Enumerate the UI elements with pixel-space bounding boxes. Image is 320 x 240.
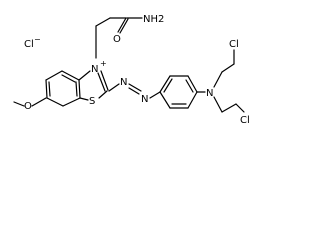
azo-double-bond-2 — [128, 87, 140, 95]
benzo-bond-4 — [45, 79, 48, 99]
benzo-bond-6 — [61, 70, 80, 81]
c2-n-azo-bond — [108, 83, 120, 92]
methoxy-c-o-bond — [31, 97, 47, 107]
amide-c-o-bond-2 — [119, 18, 129, 34]
phenyl-bond-4 — [187, 91, 198, 109]
phenyl-bond-3 — [187, 75, 198, 93]
benzo-bond-5 — [45, 70, 63, 81]
chloride-charge-label: − — [34, 35, 41, 44]
benzo-bond-1 — [78, 79, 81, 99]
lower-ethyl-bond-3 — [235, 103, 245, 113]
ring-n-c2-bond-1 — [100, 70, 109, 91]
ring-c2-s-bond — [98, 90, 108, 99]
amide-oxygen-label: O — [113, 34, 121, 45]
chloride-ion-label: Cl — [24, 39, 34, 50]
amide-nh2-label: NH2 — [143, 14, 164, 25]
lower-ethyl-bond-2 — [221, 103, 237, 113]
ring-s-c7a-bond — [79, 97, 89, 101]
upper-ethyl-bond-1 — [213, 71, 223, 88]
thiazolium-nitrogen-label: N — [91, 64, 98, 75]
phenyl-double-1 — [163, 78, 173, 93]
methoxy-oxygen-label: O — [24, 101, 32, 112]
chemical-structure-canvas: Cl − NH2 O N + S O N N N — [0, 0, 254, 126]
ring-n-c3a-bond — [78, 70, 91, 81]
ring-n-c2-bond-2 — [97, 72, 106, 92]
n-aryl-bond — [149, 91, 161, 99]
benzo-double-3 — [61, 74, 76, 83]
lower-chloro-label: Cl — [240, 115, 250, 126]
methoxy-o-ch3-bond — [13, 101, 25, 107]
benzo-bond-2 — [62, 97, 81, 107]
lower-ethyl-bond-1 — [213, 96, 223, 113]
upper-chloro-label: Cl — [229, 39, 239, 50]
thiazolium-charge-label: + — [100, 59, 107, 68]
phenyl-bond-1 — [159, 75, 171, 93]
molecule-diagram: Cl − NH2 O N + S O N N N — [13, 14, 250, 126]
azo-double-bond-1 — [128, 83, 142, 92]
amide-c-o-bond-1 — [117, 17, 127, 33]
upper-ethyl-bond-2 — [221, 63, 235, 73]
phenyl-double-2 — [185, 79, 194, 93]
amine-nitrogen-label: N — [206, 88, 213, 99]
benzo-bond-3 — [46, 97, 64, 107]
thiazole-sulfur-label: S — [89, 96, 95, 107]
benzo-double-2 — [48, 81, 51, 97]
chain-bond-2 — [95, 17, 111, 27]
phenyl-bond-6 — [159, 91, 171, 109]
benzo-double-1 — [75, 81, 78, 97]
azo-nitrogen-1-label: N — [120, 77, 127, 88]
azo-nitrogen-2-label: N — [141, 94, 148, 105]
